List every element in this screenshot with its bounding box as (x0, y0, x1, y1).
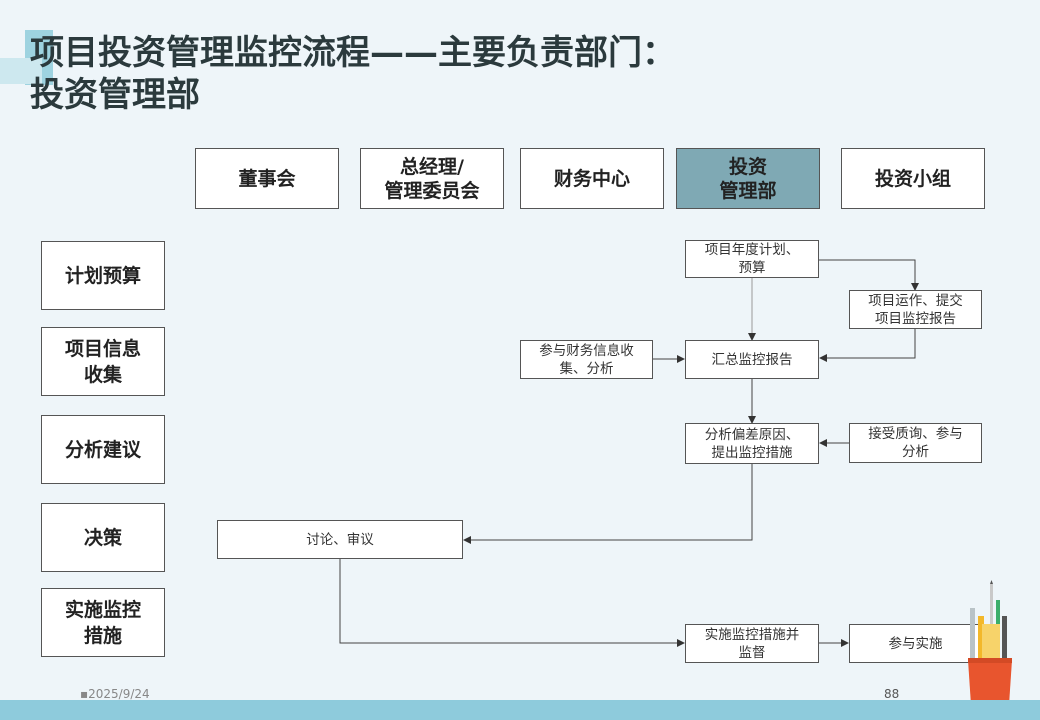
stage-info-collection: 项目信息 收集 (41, 327, 165, 396)
arrow-discuss-to-implement (339, 559, 685, 647)
page-title: 项目投资管理监控流程——主要负责部门： 投资管理部 (30, 32, 930, 116)
dept-finance-center: 财务中心 (520, 148, 664, 209)
node-implement-monitor: 实施监控措施并 监督 (685, 624, 819, 663)
stage-implementation: 实施监控 措施 (41, 588, 165, 657)
title-line-1: 项目投资管理监控流程——主要负责部门： (30, 33, 676, 73)
node-summary-report: 汇总监控报告 (685, 340, 819, 379)
dept-board: 董事会 (195, 148, 339, 209)
node-discuss-review: 讨论、审议 (217, 520, 463, 559)
arrow-plan-to-operate (819, 259, 919, 291)
node-accept-inquiry: 接受质询、参与 分析 (849, 423, 982, 463)
page-number: 88 (884, 687, 900, 701)
node-finance-info: 参与财务信息收 集、分析 (520, 340, 653, 379)
dept-general-manager: 总经理/ 管理委员会 (360, 148, 504, 209)
footer-date: ▪2025/9/24 (80, 687, 150, 701)
pencil-cup-icon (968, 580, 1012, 720)
node-deviation-analysis: 分析偏差原因、 提出监控措施 (685, 423, 819, 464)
stage-analysis: 分析建议 (41, 415, 165, 484)
stage-plan-budget: 计划预算 (41, 241, 165, 310)
dept-investment-management: 投资 管理部 (676, 148, 820, 209)
node-annual-plan: 项目年度计划、 预算 (685, 240, 819, 278)
footer-bar (0, 700, 1040, 720)
dept-investment-team: 投资小组 (841, 148, 985, 209)
arrow-analyze-to-discuss (463, 464, 753, 544)
decor-square-light (0, 58, 42, 84)
title-line-2: 投资管理部 (30, 75, 200, 115)
stage-decision: 决策 (41, 503, 165, 572)
node-project-operation: 项目运作、提交 项目监控报告 (849, 290, 982, 329)
arrow-operate-to-summary (819, 329, 916, 362)
